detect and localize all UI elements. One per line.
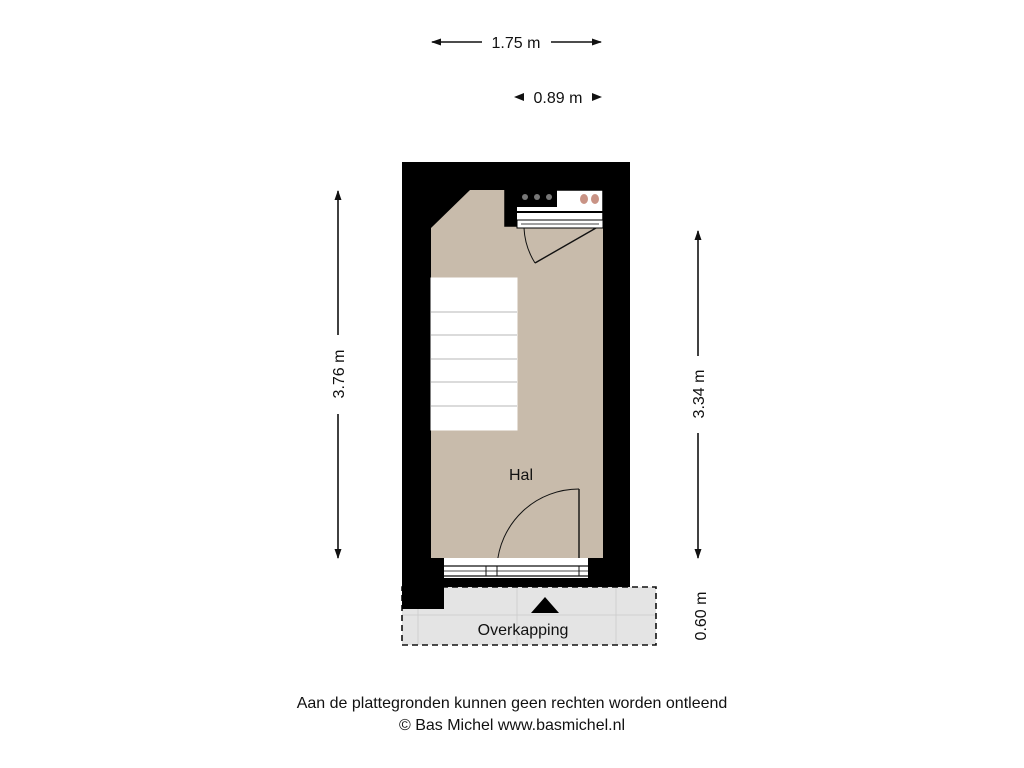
threshold	[444, 558, 588, 578]
front-door	[496, 488, 580, 567]
dimension-right-height-label: 3.34 m	[691, 370, 708, 419]
room-label-canopy: Overkapping	[478, 622, 569, 639]
dimension-top-inner-label: 0.89 m	[534, 90, 583, 107]
meter-cupboard	[504, 189, 604, 229]
valve-icon	[580, 194, 588, 204]
corner-chamfer	[431, 190, 470, 228]
room-label-hall: Hal	[509, 467, 533, 484]
valve-icon	[591, 194, 599, 204]
dimension-left-height: 3.76 m	[331, 190, 348, 559]
dimension-right-height: 3.34 m	[691, 230, 708, 559]
dimension-top-total-label: 1.75 m	[492, 35, 541, 52]
staircase	[430, 277, 518, 431]
dimension-left-height-label: 3.76 m	[331, 350, 348, 399]
dimension-top-inner: 0.89 m	[514, 90, 602, 107]
dimension-top-total: 1.75 m	[431, 35, 602, 52]
wall-right-lower	[588, 558, 630, 587]
footer-copyright: © Bas Michel www.basmichel.nl	[398, 717, 626, 734]
dimension-canopy-depth-label: 0.60 m	[693, 592, 710, 641]
entrance-arrow-icon	[531, 597, 559, 613]
footer-disclaimer: Aan de plattegronden kunnen geen rechten…	[296, 695, 728, 712]
cupboard-door	[523, 227, 597, 264]
